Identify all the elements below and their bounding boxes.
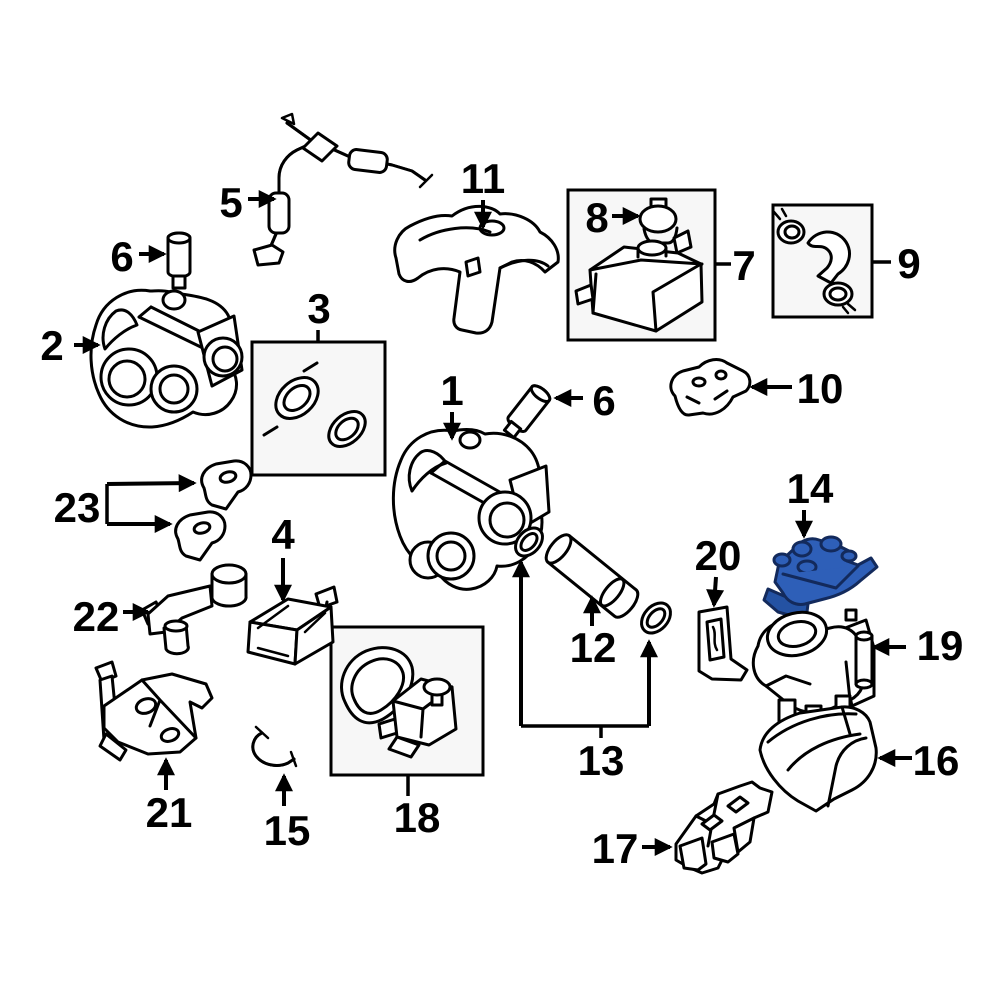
part-label-10: 10 [797, 365, 844, 412]
part-17-art [674, 780, 774, 875]
part-1-art [391, 427, 551, 591]
part-label-6a: 6 [110, 233, 133, 280]
part-23-art [174, 459, 253, 562]
part-label-9: 9 [897, 240, 920, 287]
part-label-23: 23 [54, 484, 101, 531]
part-label-15: 15 [264, 807, 311, 854]
part-20-art [697, 605, 749, 682]
part-14-art-highlighted [762, 535, 879, 622]
part-6b-art [502, 384, 552, 440]
part-label-14: 14 [787, 465, 834, 512]
part-16-art [758, 705, 878, 813]
part-21-art [94, 660, 214, 762]
part-3-seals-art [262, 361, 367, 448]
part-label-16: 16 [913, 737, 960, 784]
part-label-7: 7 [732, 242, 755, 289]
group-box-3 [250, 340, 387, 477]
part-12-art [544, 533, 640, 619]
part-label-13: 13 [578, 737, 625, 784]
part-label-18: 18 [394, 794, 441, 841]
part-5-art [252, 112, 434, 267]
callout-arrow-23 [106, 474, 197, 493]
part-6a-art [166, 231, 192, 290]
part-label-6b: 6 [592, 377, 615, 424]
part-label-1: 1 [440, 367, 463, 414]
part-4-art [246, 585, 339, 666]
part-2-art [89, 288, 244, 429]
part-11-art [393, 204, 560, 335]
part-9-hose-art [772, 207, 857, 315]
part-label-12: 12 [570, 624, 617, 671]
part-7-reservoir-art [574, 229, 704, 333]
part-label-19: 19 [917, 622, 964, 669]
part-label-8: 8 [585, 194, 608, 241]
part-label-22: 22 [73, 593, 120, 640]
part-13-seal-a-art [514, 526, 544, 558]
part-22-art [140, 563, 248, 656]
part-13-seal-b-art [640, 601, 672, 635]
callout-arrow-20 [706, 576, 725, 608]
part-label-2: 2 [40, 322, 63, 369]
part-label-17: 17 [592, 825, 639, 872]
part-label-20: 20 [695, 532, 742, 579]
part-label-5: 5 [219, 179, 242, 226]
part-18-valve-art [377, 677, 458, 759]
part-label-21: 21 [146, 789, 193, 836]
part-label-4: 4 [271, 511, 295, 558]
part-label-11: 11 [461, 155, 505, 202]
part-label-3: 3 [307, 285, 330, 332]
part-10-art [669, 358, 752, 417]
part-15-art [251, 725, 298, 768]
